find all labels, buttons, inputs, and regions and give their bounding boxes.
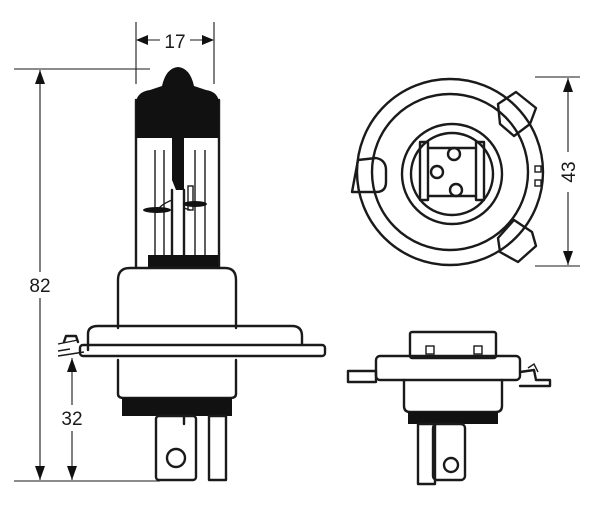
bulb-side-view xyxy=(57,67,327,482)
left-tab xyxy=(350,156,388,194)
terminal-layout xyxy=(418,140,486,202)
dimension-flange xyxy=(535,76,580,267)
shield-cap xyxy=(172,138,184,190)
bulb-front-view xyxy=(350,77,545,267)
base-height-value: 32 xyxy=(61,409,82,430)
flange-plate xyxy=(57,324,327,358)
flange-value: 43 xyxy=(559,161,580,182)
filament-assembly xyxy=(143,150,207,264)
height-value: 82 xyxy=(29,276,50,297)
dimension-width xyxy=(135,22,215,84)
black-cap xyxy=(136,67,219,138)
upper-right-tab xyxy=(496,90,538,138)
bulb-bottom-side-view xyxy=(346,330,552,486)
base-collar xyxy=(148,255,218,268)
dimension-base-height xyxy=(54,358,90,480)
width-value: 17 xyxy=(164,32,185,53)
flange-outer-ring xyxy=(355,77,545,267)
base-housing xyxy=(116,266,238,330)
side-flange xyxy=(374,354,522,382)
terminal-pins xyxy=(154,414,228,482)
base-ring xyxy=(122,398,232,416)
lower-right-tab xyxy=(496,218,538,264)
dimension-height xyxy=(14,68,160,482)
